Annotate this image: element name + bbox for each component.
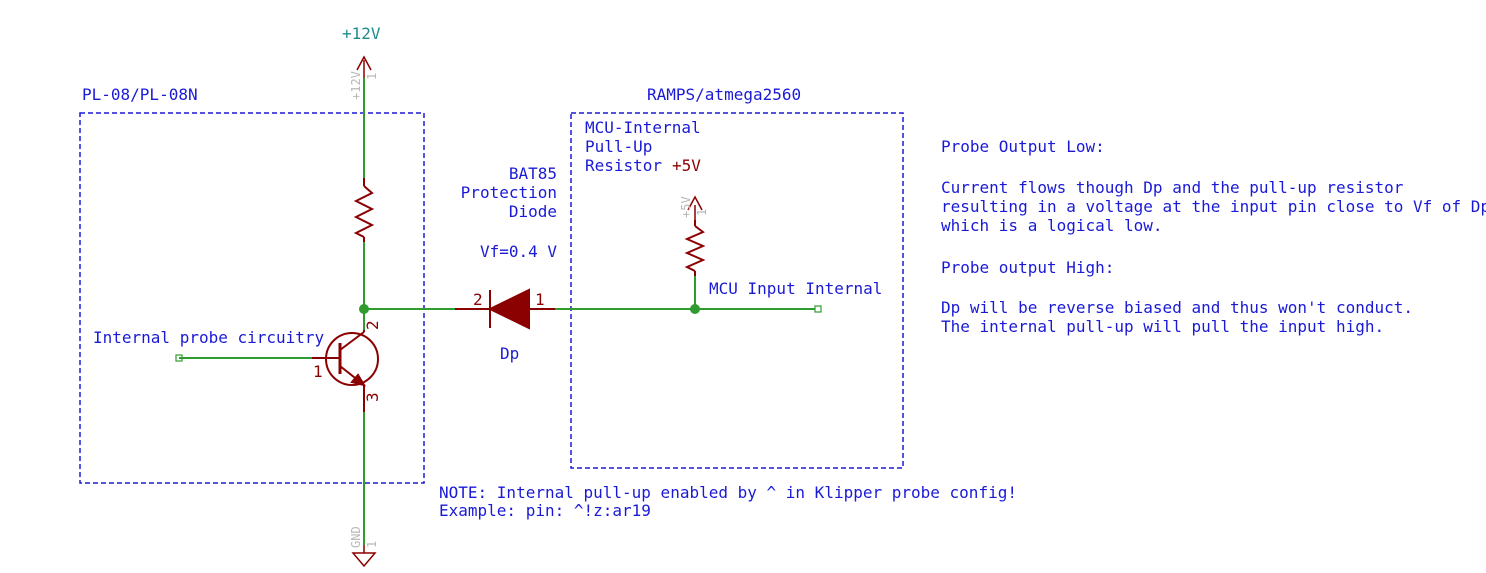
- power-5v-ref: +5V: [679, 196, 693, 218]
- ground-ref: GND: [349, 526, 363, 548]
- ground-pin: 1: [365, 541, 379, 548]
- bat85-line-2: Protection: [461, 183, 557, 202]
- power-12v-pin: 1: [365, 73, 379, 80]
- probe-low-line-2: resulting in a voltage at the input pin …: [941, 197, 1486, 216]
- pullup-resistor-mcu: [684, 220, 706, 276]
- probe-box-title: PL-08/PL-08N: [82, 85, 198, 104]
- protection-diode: [455, 288, 555, 330]
- power-5v-label: +5V: [672, 156, 701, 175]
- probe-box: [79, 112, 425, 484]
- power-12v-ref: +12V: [349, 71, 363, 100]
- mcu-box: [570, 112, 904, 469]
- pullup-resistor-probe: [353, 178, 375, 242]
- terminal-probe-input: [175, 354, 183, 362]
- mcu-internal-line-2: Pull-Up: [585, 137, 652, 156]
- transistor-pin-emitter: 3: [363, 392, 382, 402]
- transistor-pin-base: 1: [313, 362, 323, 381]
- junction-node-mcu: [690, 304, 700, 314]
- power-12v-symbol: [356, 55, 372, 78]
- bat85-line-1: BAT85: [509, 164, 557, 183]
- npn-transistor: [312, 330, 379, 412]
- mcu-box-title: RAMPS/atmega2560: [647, 85, 801, 104]
- mcu-internal-line-3: Resistor: [585, 156, 662, 175]
- diode-pin-anode: 2: [473, 290, 483, 309]
- power-5v-symbol: [687, 195, 703, 220]
- probe-low-line-3: which is a logical low.: [941, 216, 1163, 235]
- internal-probe-label: Internal probe circuitry: [93, 328, 325, 347]
- ground-symbol: [351, 545, 377, 568]
- diode-ref-label: Dp: [500, 344, 519, 363]
- klipper-note-line-2: Example: pin: ^!z:ar19: [439, 501, 651, 520]
- probe-high-line-1: Dp will be reverse biased and thus won't…: [941, 298, 1413, 317]
- probe-low-line-1: Current flows though Dp and the pull-up …: [941, 178, 1404, 197]
- mcu-internal-line-1: MCU-Internal: [585, 118, 701, 137]
- wires: [179, 78, 815, 545]
- junction-node-collector: [359, 304, 369, 314]
- probe-low-heading: Probe Output Low:: [941, 137, 1105, 156]
- probe-high-heading: Probe output High:: [941, 258, 1114, 277]
- mcu-input-label: MCU Input Internal: [709, 279, 882, 298]
- klipper-note-line-1: NOTE: Internal pull-up enabled by ^ in K…: [439, 483, 1017, 502]
- transistor-pin-collector: 2: [363, 320, 382, 330]
- power-5v-pin: 1: [695, 209, 709, 216]
- bat85-line-3: Diode: [509, 202, 557, 221]
- vf-label: Vf=0.4 V: [480, 242, 557, 261]
- power-12v-label: +12V: [342, 24, 381, 43]
- probe-high-line-2: The internal pull-up will pull the input…: [941, 317, 1384, 336]
- diode-pin-cathode: 1: [535, 290, 545, 309]
- terminal-mcu-input: [814, 305, 822, 313]
